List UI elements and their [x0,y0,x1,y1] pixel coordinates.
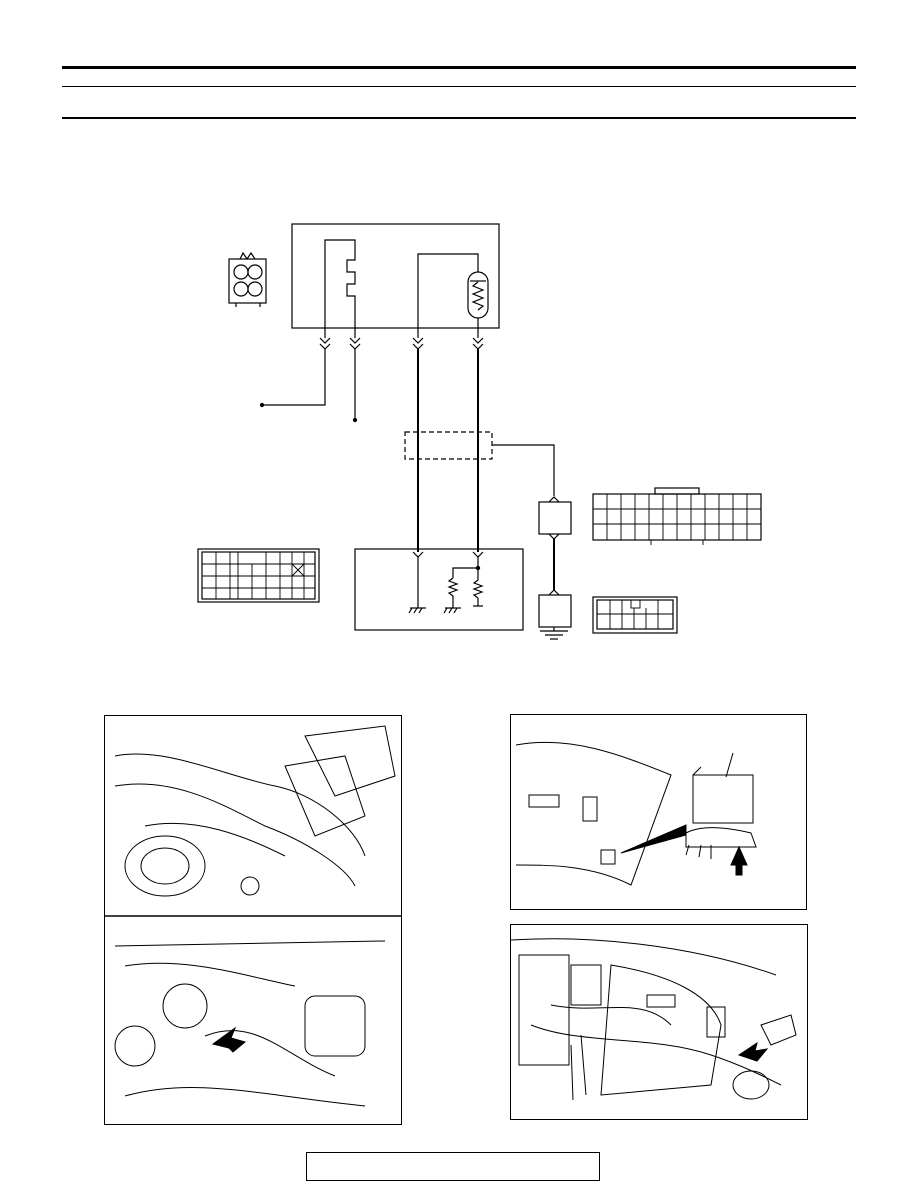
wire-to-left [262,349,326,406]
ecu-box [354,548,524,631]
shield-wire [492,444,555,496]
page-footer-label [306,1152,600,1181]
connector-grid-right-lower [592,596,678,634]
sensor-element [467,271,489,319]
component-box-top [291,223,500,329]
switch-contact [324,239,356,338]
junction-connector-lower [538,594,572,628]
engine-bay-illustration [105,725,401,1107]
wiring-diagram [197,223,762,640]
sensor-lead [417,253,479,338]
dashboard-harness-illustration [511,938,797,1101]
connector-grid-left [197,548,320,603]
photo-panel-right-top [510,714,807,910]
header-mid-rule [62,86,856,87]
photo-panel-left [104,715,402,1125]
connector-4pin [228,258,267,304]
dashboard-ecu-illustration [515,741,757,886]
header-bottom-rule [62,117,856,119]
photo-panel-right-bottom [510,924,808,1120]
header-top-rule [62,66,856,69]
junction-connector-upper [538,501,572,535]
resistor-zigzag [471,281,485,311]
